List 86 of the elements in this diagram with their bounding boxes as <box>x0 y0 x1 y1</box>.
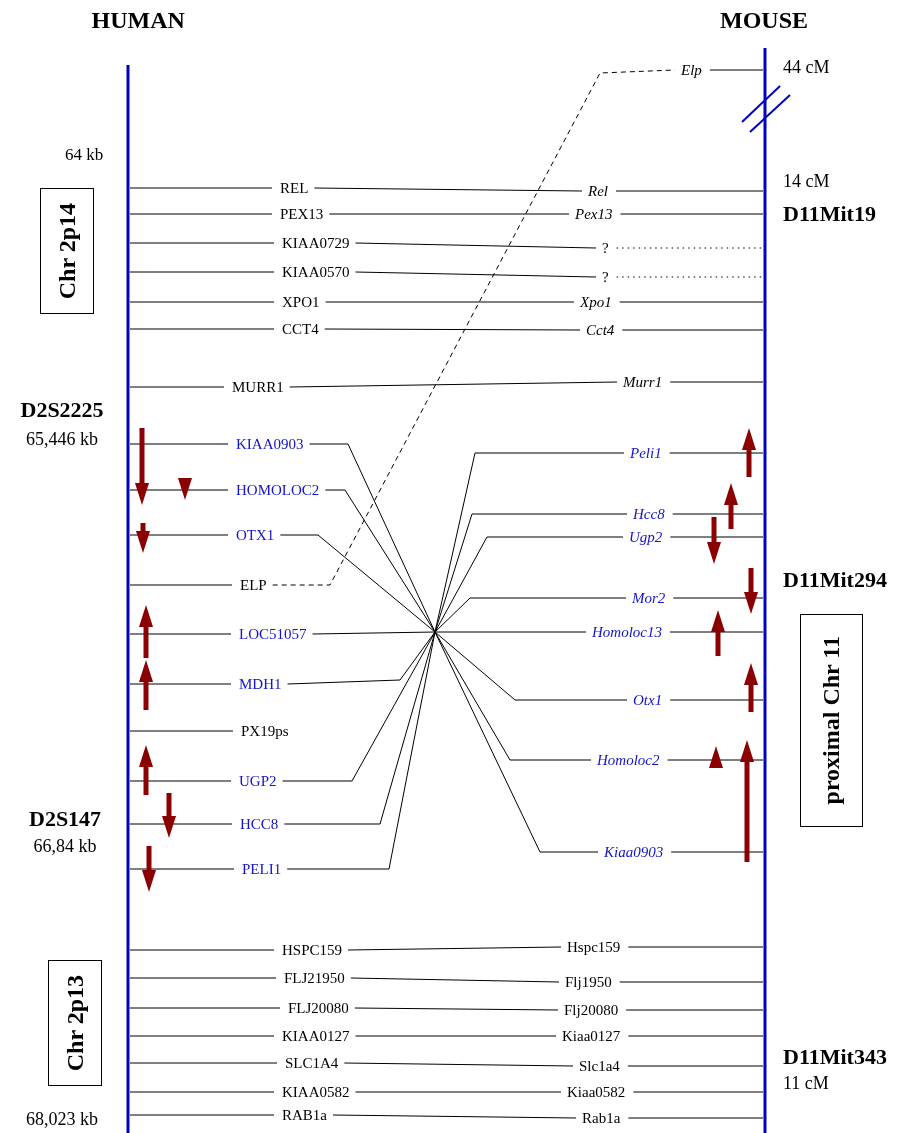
homology-line <box>332 1114 577 1119</box>
gene-label: FLJ20080 <box>288 999 349 1016</box>
gene-label: MDH1 <box>239 675 282 692</box>
gene-label: Murr1 <box>623 373 663 390</box>
gene-label: RAB1a <box>282 1106 327 1123</box>
gene-label: Homoloc13 <box>592 623 662 640</box>
position-label: 11 cM <box>783 1074 829 1094</box>
homology-line <box>343 1062 574 1067</box>
gene-label: SLC1A4 <box>285 1054 339 1071</box>
chromosome-region-box: Chr 2p14 <box>40 188 94 314</box>
gene-label: Hspc159 <box>567 938 621 955</box>
gene-label: PX19ps <box>241 722 289 739</box>
gene-label: KIAA0582 <box>282 1083 350 1100</box>
homology-line <box>350 977 560 983</box>
position-label: 44 cM <box>783 58 830 78</box>
gene-label: Flj20080 <box>564 1001 619 1018</box>
gene-label: Xpo1 <box>580 293 612 310</box>
homology-line <box>283 513 628 825</box>
position-label: 65,446 kb <box>26 430 98 450</box>
gene-label: KIAA0127 <box>282 1027 350 1044</box>
gene-label: MURR1 <box>232 378 284 395</box>
gene-label: HSPC159 <box>282 941 343 958</box>
marker-label: D2S2225 <box>20 398 104 423</box>
gene-label: Homoloc2 <box>597 751 660 768</box>
position-label: 66,84 kb <box>33 837 97 857</box>
homology-line <box>354 1007 559 1011</box>
species-heading: HUMAN <box>91 7 185 34</box>
homology-line <box>286 452 625 870</box>
gene-label: HCC8 <box>240 815 279 832</box>
gene-label: Kiaa0903 <box>604 843 664 860</box>
marker-label: D11Mit294 <box>783 568 887 593</box>
gene-label: PEX13 <box>280 205 324 222</box>
homology-line <box>289 381 618 388</box>
homology-line <box>347 946 562 951</box>
homology-line <box>355 242 597 249</box>
homology-line <box>309 443 599 853</box>
position-label: 14 cM <box>783 172 830 192</box>
gene-label: KIAA0570 <box>282 263 350 280</box>
gene-label: Otx1 <box>633 691 663 708</box>
gene-label: OTX1 <box>236 526 275 543</box>
homology-line <box>355 1091 562 1093</box>
gene-label: REL <box>280 179 309 196</box>
gene-label: HOMOLOC2 <box>236 481 320 498</box>
gene-label: CCT4 <box>282 320 319 337</box>
gene-label: Cct4 <box>586 321 615 338</box>
gene-label: FLJ21950 <box>284 969 345 986</box>
homology-line <box>355 1035 557 1037</box>
gene-label: ELP <box>240 576 267 593</box>
gene-label: UGP2 <box>239 772 277 789</box>
homology-line <box>355 271 597 278</box>
gene-label: Hcc8 <box>633 505 665 522</box>
gene-label: KIAA0903 <box>236 435 304 452</box>
gene-label: Pex13 <box>575 205 613 222</box>
homology-line <box>282 536 624 782</box>
position-label: 68,023 kb <box>26 1110 98 1130</box>
gene-label: Kiaa0582 <box>567 1083 626 1100</box>
homology-line <box>287 597 627 685</box>
chromosome-region-box: Chr 2p13 <box>48 960 102 1086</box>
marker-label: D11Mit343 <box>783 1045 887 1070</box>
gene-label: PELI1 <box>242 860 282 877</box>
homology-line <box>324 489 592 761</box>
position-label: 64 kb <box>65 145 104 165</box>
marker-label: D11Mit19 <box>783 202 876 227</box>
gene-label: XPO1 <box>282 293 320 310</box>
gene-label: Mor2 <box>632 589 666 606</box>
gene-label: Elp <box>681 61 702 78</box>
homology-line <box>313 187 583 192</box>
homology-line <box>312 631 587 635</box>
homology-line <box>325 301 575 303</box>
gene-label: Rab1a <box>582 1109 621 1126</box>
gene-label: Ugp2 <box>629 528 663 545</box>
gene-label: ? <box>602 268 609 285</box>
gene-label: Rel <box>588 182 608 199</box>
gene-label: KIAA0729 <box>282 234 350 251</box>
gene-label: Kiaa0127 <box>562 1027 621 1044</box>
homology-line <box>279 534 628 701</box>
gene-label: Slc1a4 <box>579 1057 620 1074</box>
homology-line <box>324 328 581 331</box>
marker-label: D2S147 <box>29 807 102 832</box>
gene-label: Flj1950 <box>565 973 612 990</box>
gene-label: ? <box>602 239 609 256</box>
gene-label: Peli1 <box>630 444 662 461</box>
species-heading: MOUSE <box>720 7 808 34</box>
chromosome-region-box: proximal Chr 11 <box>800 614 863 827</box>
gene-label: LOC51057 <box>239 625 307 642</box>
homology-line <box>328 213 570 215</box>
